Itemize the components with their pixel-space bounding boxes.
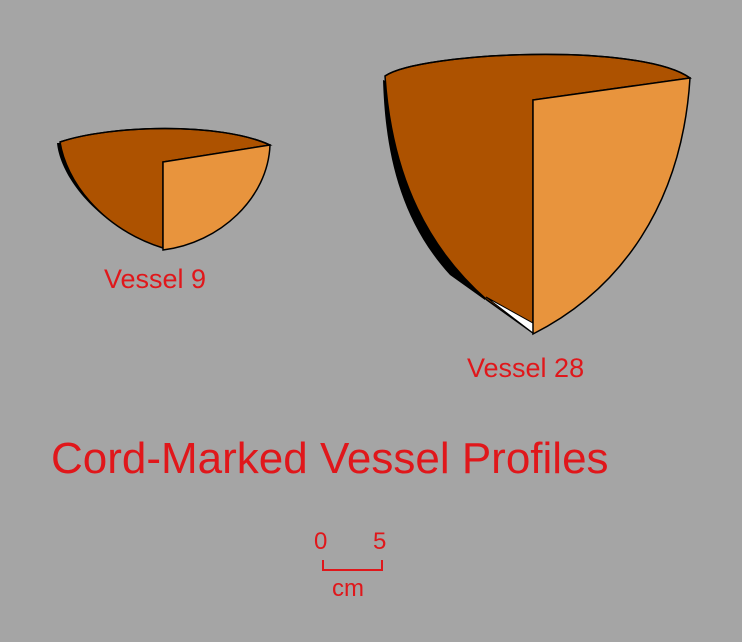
vessel-9-exterior-section: [162, 144, 271, 251]
vessel-28-rim: [384, 53, 691, 79]
vessel-28-label: Vessel 28: [467, 353, 585, 383]
scale-bar: [322, 560, 383, 571]
scale-bar-start-label: 0: [314, 528, 328, 555]
figure-title: Cord-Marked Vessel Profiles: [51, 434, 609, 483]
vessel-28-exterior-section: [532, 77, 691, 336]
vessel-28-profile: [383, 53, 692, 336]
scale-bar-end-label: 5: [373, 528, 387, 555]
vessel-9-profile: [57, 127, 273, 251]
scale-bar-unit-label: cm: [332, 575, 364, 602]
vessel-9-label: Vessel 9: [104, 264, 207, 294]
vessel-9-rim: [59, 127, 271, 146]
